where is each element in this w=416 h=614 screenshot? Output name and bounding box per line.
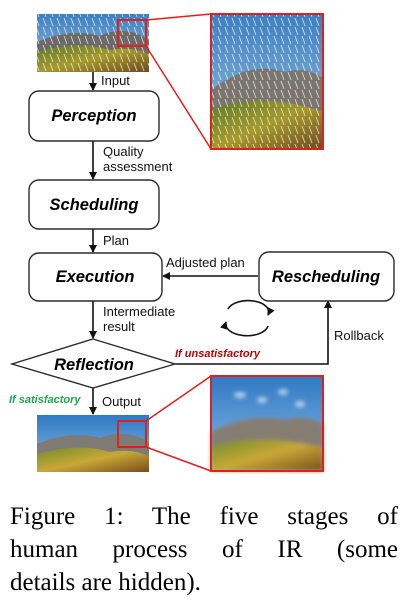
reflection-label: Reflection xyxy=(54,356,134,374)
rollback-label: Rollback xyxy=(334,328,384,343)
satisfactory-label: If satisfactory xyxy=(9,394,81,406)
output-zoom-connector-top xyxy=(145,375,212,422)
output-label: Output xyxy=(102,394,141,409)
quality-label-line1: Quality xyxy=(103,144,144,159)
scheduling-label: Scheduling xyxy=(50,196,139,214)
rollback-arrow xyxy=(175,300,332,365)
perception-node: Perception xyxy=(28,90,160,142)
input-image xyxy=(37,14,149,72)
output-image xyxy=(37,415,149,472)
input-zoom-region xyxy=(117,19,147,47)
input-label: Input xyxy=(101,73,130,88)
caption-line-1: Figure 1: The five stages of xyxy=(10,503,398,530)
adjusted-plan-label: Adjusted plan xyxy=(166,255,245,270)
figure-caption: Figure 1: The five stages of human proce… xyxy=(10,500,398,599)
caption-line-2: human process of IR (some xyxy=(10,536,398,563)
reflection-node: Reflection xyxy=(9,338,178,389)
execution-node: Execution xyxy=(28,252,163,302)
rescheduling-label: Rescheduling xyxy=(272,268,380,286)
quality-label-line2: assessment xyxy=(103,159,173,174)
intermediate-label-line2: result xyxy=(103,319,135,334)
output-zoom-panel xyxy=(210,375,324,472)
caption-line-3: details are hidden). xyxy=(10,569,201,596)
output-zoom-connector-bottom xyxy=(145,446,212,472)
output-zoom-region xyxy=(117,420,147,448)
rescheduling-node: Rescheduling xyxy=(258,251,395,302)
scheduling-node: Scheduling xyxy=(28,179,160,230)
execution-label: Execution xyxy=(56,268,135,286)
cycle-arrows-icon xyxy=(220,299,275,337)
input-zoom-panel xyxy=(210,13,324,150)
unsatisfactory-label: If unsatisfactory xyxy=(175,348,261,360)
input-zoom-connector-top xyxy=(145,13,212,21)
perception-label: Perception xyxy=(51,107,136,125)
intermediate-label-line1: Intermediate xyxy=(103,304,175,319)
input-zoom-connector-bottom xyxy=(145,45,212,150)
ir-process-diagram: Input Quality assessment Plan Adjusted p… xyxy=(9,13,395,472)
plan-label: Plan xyxy=(103,233,129,248)
